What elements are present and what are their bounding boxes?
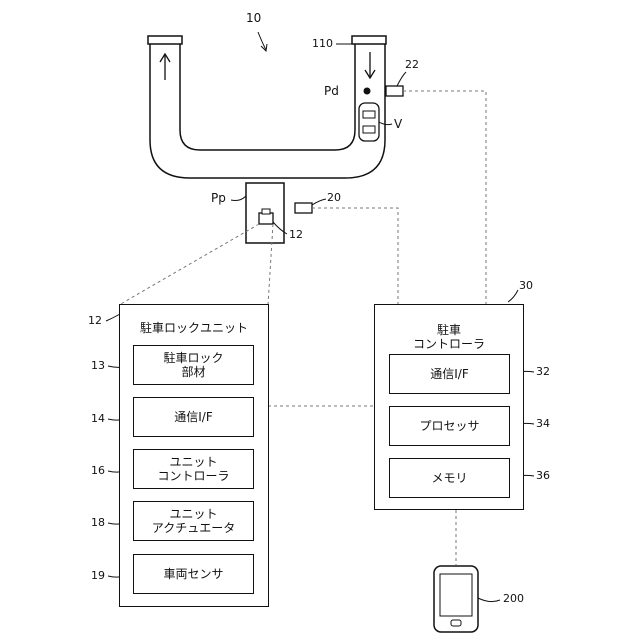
label-13: 13	[91, 360, 105, 372]
label-14: 14	[91, 413, 105, 425]
block-controller-comm-if: 通信I/F	[389, 354, 510, 394]
lock-unit-small	[259, 213, 273, 224]
pd-point	[364, 88, 371, 95]
expand-line-left	[119, 224, 259, 305]
label-20: 20	[327, 192, 341, 204]
leader-20	[312, 199, 326, 205]
block-parking-lock-member: 駐車ロック 部材	[133, 345, 254, 385]
label-12-panel: 12	[88, 315, 102, 327]
block-controller-comm-if-label: 通信I/F	[390, 367, 509, 381]
leader-pp	[231, 196, 246, 201]
block-vehicle-sensor: 車両センサ	[133, 554, 254, 594]
track-cap-left	[148, 36, 182, 44]
block-unit-comm-if-label: 通信I/F	[134, 410, 253, 424]
label-pd: Pd	[324, 85, 339, 97]
label-19: 19	[91, 570, 105, 582]
label-18: 18	[91, 517, 105, 529]
vehicle-icon	[359, 103, 379, 141]
parking-lock-unit-title: 駐車ロックユニット	[120, 321, 268, 335]
sensor-22	[386, 86, 403, 96]
label-12-small: 12	[289, 229, 303, 241]
label-22: 22	[405, 59, 419, 71]
dashed-20-to-controller	[312, 208, 398, 304]
label-32: 32	[536, 366, 550, 378]
leader-30	[508, 290, 518, 302]
dashed-22-to-controller	[403, 91, 486, 304]
label-200: 200	[503, 593, 524, 605]
parking-controller-title: 駐車 コントローラ	[375, 323, 523, 351]
block-unit-controller: ユニット コントローラ	[133, 449, 254, 489]
label-v: V	[394, 118, 402, 130]
block-memory-label: メモリ	[390, 471, 509, 485]
lock-unit-small-inner	[262, 209, 270, 214]
sensor-20	[295, 203, 312, 213]
block-memory: メモリ	[389, 458, 510, 498]
leader-200	[478, 598, 500, 602]
block-unit-controller-label: ユニット コントローラ	[134, 455, 253, 483]
block-processor-label: プロセッサ	[390, 419, 509, 433]
figure-number: 10	[246, 12, 261, 24]
label-pp: Pp	[211, 192, 226, 204]
leader-22	[397, 72, 406, 86]
label-16: 16	[91, 465, 105, 477]
label-30: 30	[519, 280, 533, 292]
track-cap-right	[352, 36, 386, 44]
block-vehicle-sensor-label: 車両センサ	[134, 567, 253, 581]
label-36: 36	[536, 470, 550, 482]
block-unit-comm-if: 通信I/F	[133, 397, 254, 437]
leader-12-panel	[106, 314, 120, 321]
label-34: 34	[536, 418, 550, 430]
track-number: 110	[312, 38, 333, 50]
block-unit-actuator-label: ユニット アクチュエータ	[134, 507, 253, 535]
block-unit-actuator: ユニット アクチュエータ	[133, 501, 254, 541]
block-parking-lock-member-label: 駐車ロック 部材	[134, 351, 253, 379]
smartphone-icon	[434, 566, 478, 632]
track-outline-outer	[150, 44, 385, 178]
block-processor: プロセッサ	[389, 406, 510, 446]
